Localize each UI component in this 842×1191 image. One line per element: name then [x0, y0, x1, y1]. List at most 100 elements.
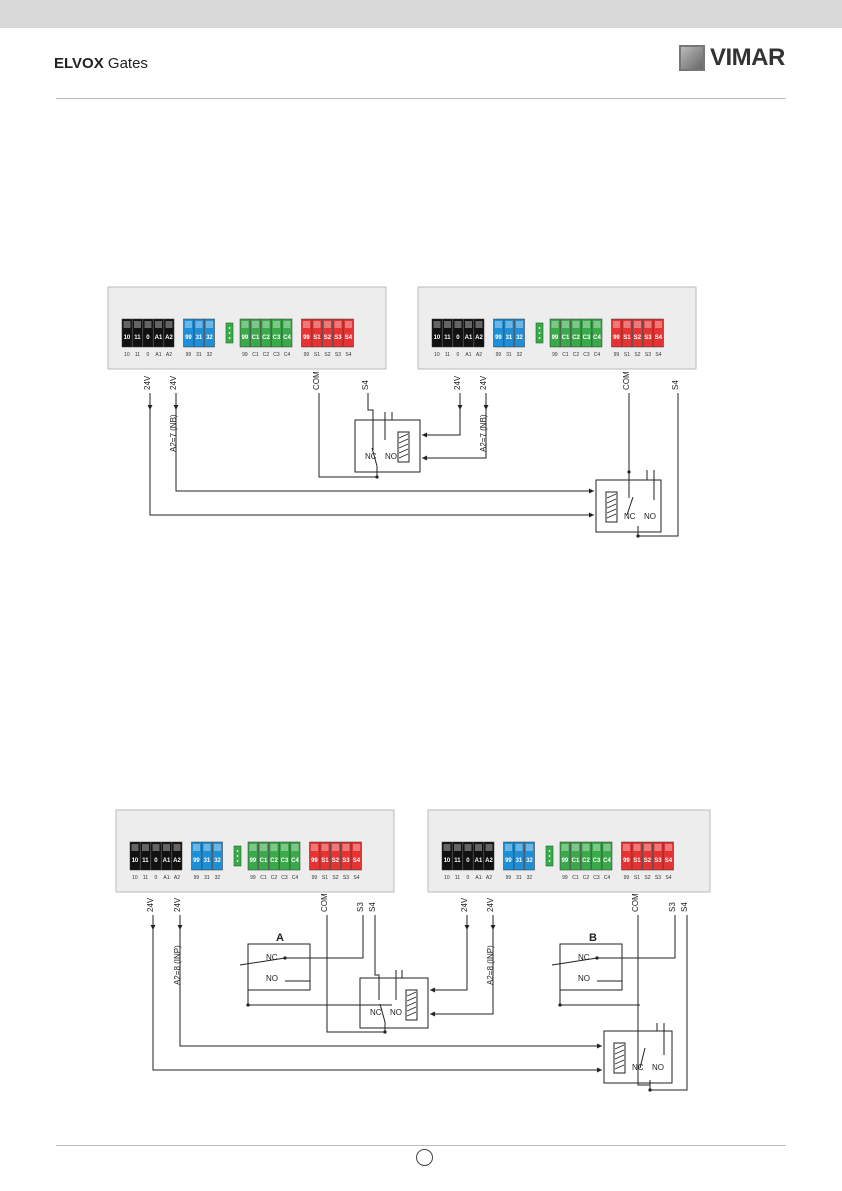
label-24v: 24V	[169, 375, 178, 390]
terminal-green	[591, 841, 602, 871]
relay-coil	[605, 491, 618, 523]
terminal-label: 10	[124, 335, 131, 341]
coil-winding	[406, 1006, 417, 1012]
wire-24v-left	[149, 393, 594, 516]
terminal-label: 99	[311, 858, 318, 864]
terminal-screw	[593, 321, 601, 328]
aux-connector-pin	[228, 337, 231, 339]
terminal-screw	[593, 844, 600, 851]
junction-dot	[558, 1003, 562, 1007]
terminal-label: A1	[155, 335, 163, 341]
terminal-green	[247, 841, 259, 871]
label-com: COM	[631, 893, 640, 912]
terminal-sub-label: S2	[634, 352, 640, 358]
terminal-sub-label: C4	[284, 352, 291, 358]
terminal-screw	[633, 844, 641, 851]
terminal-screw	[526, 844, 533, 851]
aux-connector-pin	[538, 337, 541, 339]
terminal-red	[319, 841, 331, 871]
terminal-blue	[193, 318, 205, 348]
terminal-screw	[454, 844, 461, 851]
terminal-sub-label: C2	[573, 352, 580, 358]
coil-winding	[406, 991, 417, 997]
switch-b-contact	[551, 957, 598, 966]
terminal-red	[632, 318, 643, 348]
terminal-label: 0	[456, 335, 460, 341]
terminal-black	[161, 841, 172, 871]
terminal-screw	[516, 321, 523, 328]
brand: ELVOX Gates	[54, 55, 148, 72]
terminal-black	[153, 318, 164, 348]
terminal-label: 10	[444, 858, 451, 864]
relay-coil	[613, 1042, 626, 1074]
terminal-screw	[572, 844, 579, 851]
terminal-screw	[665, 844, 672, 851]
board-2-left	[115, 809, 395, 893]
junction-dot	[283, 956, 287, 960]
terminal-screw	[214, 844, 221, 851]
terminal-red	[652, 841, 664, 871]
terminal-screw	[165, 321, 173, 328]
terminal-sub-label: 31	[506, 352, 512, 358]
terminal-blue	[514, 318, 525, 348]
terminal-label: 10	[132, 858, 139, 864]
terminal-black	[121, 318, 133, 348]
terminal-label: 11	[444, 335, 451, 341]
terminal-screw	[603, 844, 611, 851]
coil-winding	[398, 453, 409, 459]
terminal-label: 31	[204, 858, 211, 864]
terminal-label: S3	[342, 858, 350, 864]
terminal-label: C4	[603, 858, 611, 864]
wire-com-left	[318, 393, 378, 478]
terminal-green	[281, 318, 293, 348]
terminal-red	[322, 318, 333, 348]
terminal-red	[311, 318, 323, 348]
coil-winding	[398, 438, 409, 444]
terminal-sub-label: 99	[624, 875, 630, 881]
terminal-label: A2	[173, 858, 181, 864]
terminal-label: 99	[613, 335, 620, 341]
terminal-screw	[311, 844, 318, 851]
terminal-screw	[195, 321, 203, 328]
terminal-label: S3	[654, 858, 662, 864]
coil-winding	[406, 996, 417, 1002]
terminal-green	[570, 318, 582, 348]
switch-contact	[379, 1003, 386, 1023]
terminal-sub-label: 32	[215, 875, 221, 881]
terminal-black	[483, 841, 495, 871]
terminal-label: 0	[154, 858, 158, 864]
terminal-screw	[241, 321, 249, 328]
terminal-black	[462, 841, 474, 871]
terminal-sub-label: 10	[434, 352, 440, 358]
terminal-label: 99	[505, 858, 512, 864]
terminal-label: 99	[562, 858, 569, 864]
aux-connector-pin	[548, 850, 551, 852]
terminal-screw	[464, 844, 472, 851]
terminal-screw	[572, 321, 580, 328]
terminal-sub-label: 11	[135, 352, 140, 358]
board-2-right	[427, 809, 711, 893]
terminal-screw	[260, 844, 267, 851]
label-com: COM	[622, 371, 631, 390]
relay-no-label: NO	[644, 512, 656, 521]
wire-s4-right	[637, 393, 679, 537]
terminal-sub-label: A2	[174, 875, 180, 881]
terminal-sub-label: A1	[475, 875, 481, 881]
terminal-screw	[583, 321, 590, 328]
terminal-screw	[152, 844, 160, 851]
terminal-sub-label: 11	[455, 875, 460, 881]
terminal-green	[250, 318, 261, 348]
terminal-sub-label: 0	[457, 352, 460, 358]
terminal-red	[653, 318, 664, 348]
coil-winding	[606, 513, 617, 519]
terminal-screw	[321, 844, 329, 851]
terminal-red	[309, 841, 320, 871]
terminal-blue	[503, 318, 515, 348]
terminal-label: S1	[623, 335, 631, 341]
terminal-label: S2	[644, 858, 652, 864]
terminal-screw	[193, 844, 200, 851]
page-marker	[416, 1149, 433, 1166]
terminal-label: A2	[475, 335, 483, 341]
terminal-screw	[155, 321, 162, 328]
